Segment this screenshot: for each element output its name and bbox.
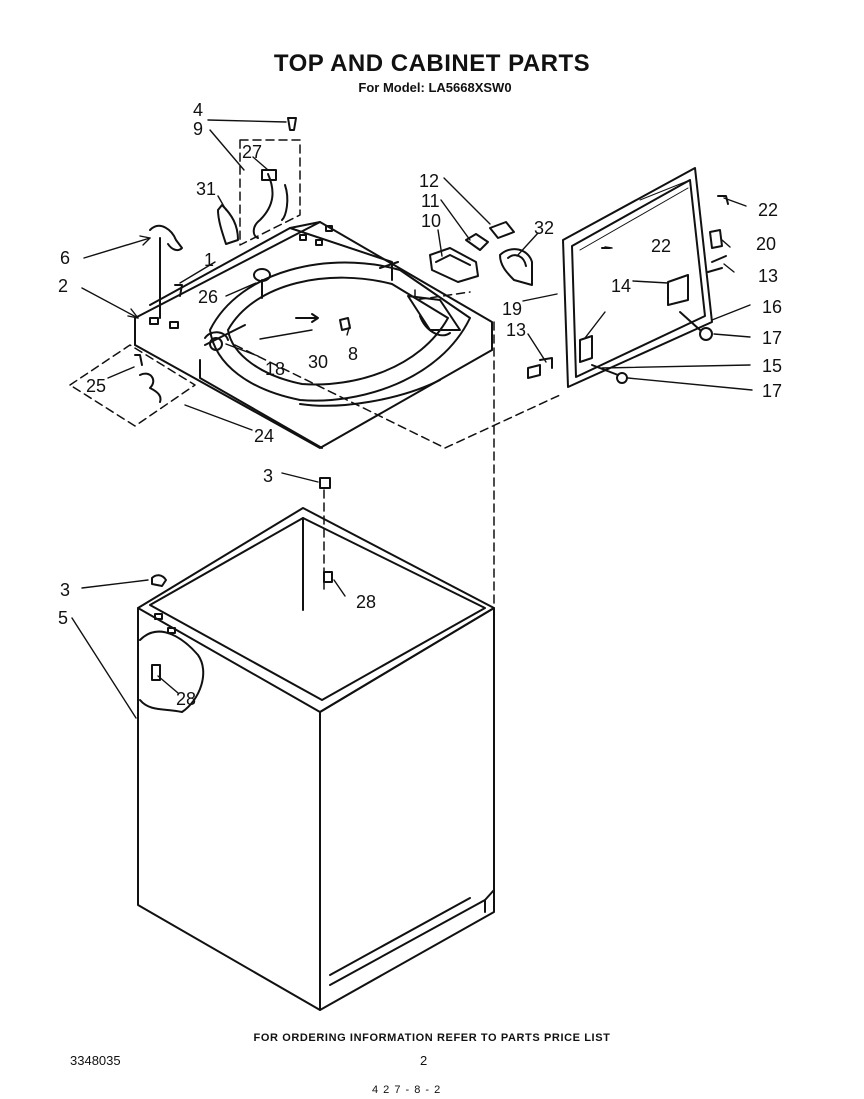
bottom-code: 4 2 7 - 8 - 2 xyxy=(372,1084,442,1096)
alignment-lines xyxy=(69,139,561,611)
callout-1: 1 xyxy=(204,250,214,270)
callout-27: 27 xyxy=(242,142,262,162)
top-panel xyxy=(134,221,493,449)
callout-labels: 1 2 3 3 4 5 6 8 9 10 11 12 13 13 14 15 1… xyxy=(58,100,782,709)
callout-22b: 22 xyxy=(651,236,671,256)
callout-11: 11 xyxy=(421,191,440,211)
callout-10: 10 xyxy=(421,211,441,231)
callout-8: 8 xyxy=(348,344,358,364)
callout-28b: 28 xyxy=(176,689,196,709)
leader-lines xyxy=(71,119,753,719)
callout-3b: 3 xyxy=(60,580,70,600)
callout-31: 31 xyxy=(196,179,216,199)
callout-30: 30 xyxy=(308,352,328,372)
callout-15: 15 xyxy=(762,356,782,376)
callout-25: 25 xyxy=(86,376,106,396)
callout-20: 20 xyxy=(756,234,776,254)
callout-6: 6 xyxy=(60,248,70,268)
callout-26: 26 xyxy=(198,287,218,307)
callout-3: 3 xyxy=(263,466,273,486)
lid xyxy=(562,167,713,388)
callout-4: 4 xyxy=(193,100,203,120)
callout-19: 19 xyxy=(502,299,522,319)
callout-12: 12 xyxy=(419,171,439,191)
callout-13b: 13 xyxy=(758,266,778,286)
callout-17: 17 xyxy=(762,328,782,348)
page-title: TOP AND CABINET PARTS xyxy=(273,50,591,77)
ordering-note: FOR ORDERING INFORMATION REFER TO PARTS … xyxy=(253,1032,611,1044)
callout-32: 32 xyxy=(534,218,554,238)
callout-28: 28 xyxy=(356,592,376,612)
callout-18: 18 xyxy=(265,359,285,379)
doc-number: 3348035 xyxy=(70,1053,121,1068)
page-number: 2 xyxy=(420,1053,428,1068)
model-subtitle: For Model: LA5668XSW0 xyxy=(358,80,512,95)
callout-17b: 17 xyxy=(762,381,782,401)
callout-22: 22 xyxy=(758,200,778,220)
callout-5: 5 xyxy=(58,608,68,628)
cabinet xyxy=(137,507,495,1011)
callout-9: 9 xyxy=(193,119,203,139)
callout-24: 24 xyxy=(254,426,274,446)
callout-2: 2 xyxy=(58,276,68,296)
callout-13: 13 xyxy=(506,320,526,340)
callout-16: 16 xyxy=(762,297,782,317)
callout-14: 14 xyxy=(611,276,631,296)
